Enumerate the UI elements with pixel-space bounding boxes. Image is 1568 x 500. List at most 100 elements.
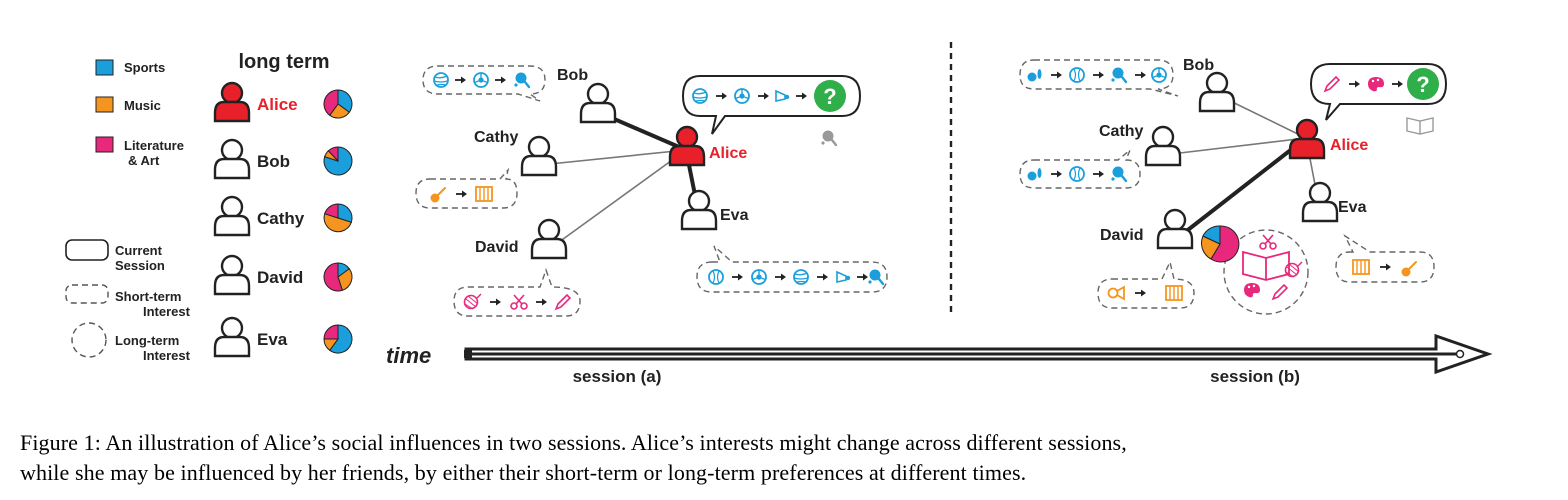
legend-name-david: David [257, 268, 303, 287]
bubble-eva-b [1335, 234, 1435, 283]
legend-label-art-2: & Art [128, 153, 160, 168]
name-david-a: David [475, 239, 519, 256]
arrow-icon [816, 272, 829, 282]
legend-person-eva [213, 316, 251, 358]
volleyball-icon [793, 269, 809, 285]
question-icon [1407, 68, 1439, 100]
legend-box-current-session [65, 239, 109, 261]
arrow-icon [1092, 169, 1105, 179]
legend-name-eva: Eva [257, 330, 288, 349]
legend-person-david [213, 254, 251, 296]
time-label: time [386, 343, 431, 368]
volleyball-icon [433, 72, 449, 88]
arrow-icon [454, 75, 467, 85]
legend-pie-eva-art [323, 324, 339, 340]
piano-icon [1165, 285, 1183, 301]
arrow-icon [774, 272, 787, 282]
arrow-icon [1050, 70, 1063, 80]
arrow-icon [1050, 169, 1063, 179]
legend-person-alice [213, 81, 251, 123]
guitar-icon [1400, 261, 1417, 278]
legend-pie-alice-art [323, 89, 339, 117]
arrow-icon [1134, 288, 1147, 298]
legend-swatch-sports [95, 59, 114, 76]
legend-pie-cathy-music [323, 213, 352, 233]
name-bob-b: Bob [1183, 57, 1214, 74]
legend-label-short-term: Short-term [115, 289, 181, 304]
name-alice-b: Alice [1330, 137, 1368, 154]
legend: Sports Music Literature & Art Current Se… [65, 51, 353, 363]
legend-swatch-art [95, 136, 114, 153]
person-eva-b [1301, 181, 1339, 223]
person-david-b [1156, 208, 1194, 250]
figure-caption: Figure 1: An illustration of Alice’s soc… [20, 428, 1550, 488]
long-term-circle-david-b [1223, 229, 1309, 315]
name-eva-a: Eva [720, 207, 749, 224]
name-david-b: David [1100, 227, 1144, 244]
question-mark-b: ? [1416, 72, 1429, 97]
david-interest-pie-b [1201, 225, 1240, 263]
ping-pong-icon [1110, 66, 1128, 84]
legend-pie-cathy-sports [337, 203, 353, 223]
edge-alice-cathy-b [1162, 137, 1307, 156]
question-mark-a: ? [823, 84, 836, 109]
legend-name-alice: Alice [257, 95, 298, 114]
pencil-icon [555, 294, 571, 310]
legend-label-sports: Sports [124, 60, 165, 75]
legend-person-bob [213, 138, 251, 180]
name-bob-a: Bob [557, 67, 588, 84]
name-eva-b: Eva [1338, 199, 1367, 216]
legend-label-long-term: Long-term [115, 333, 179, 348]
legend-label-interest-2: Interest [143, 348, 191, 363]
legend-circle-long-term [71, 322, 107, 358]
bubble-david-b [1097, 259, 1195, 309]
legend-label-interest-1: Interest [143, 304, 191, 319]
legend-box-short-term [65, 284, 109, 304]
scissors-icon [1259, 234, 1277, 250]
legend-name-bob: Bob [257, 152, 290, 171]
baseball-icon [1069, 166, 1085, 182]
time-arrow-start [464, 350, 472, 358]
timeline: time session (a) session (b) [386, 333, 1493, 386]
palette-icon [1244, 283, 1260, 298]
arrow-icon [535, 297, 548, 307]
arrow-icon [856, 272, 869, 282]
guitar-icon [429, 187, 446, 204]
session-a-label: session (a) [573, 367, 662, 386]
legend-pie-david-music [337, 268, 353, 291]
legend-swatch-music [95, 96, 114, 113]
legend-pie-alice-sports [337, 89, 353, 113]
person-alice-b [1288, 118, 1326, 160]
scissors-icon [510, 294, 528, 310]
person-bob-a [579, 82, 617, 124]
arrow-icon [1379, 262, 1392, 272]
book-pink-icon [1242, 250, 1290, 281]
legend-label-current: Current [115, 243, 163, 258]
person-david-a [530, 218, 568, 260]
edge-alice-david-b [1173, 136, 1308, 242]
arrow-icon [494, 75, 507, 85]
caption-line-2: while she may be influenced by her frien… [20, 460, 1027, 485]
bubble-bob-b [1019, 59, 1179, 97]
caption-line-1: Figure 1: An illustration of Alice’s soc… [20, 430, 1127, 455]
legend-label-music: Music [124, 98, 161, 113]
person-bob-b [1198, 71, 1236, 113]
ping-pong-icon [1110, 165, 1128, 183]
book-gray-icon [1406, 117, 1434, 135]
time-arrow-end [1455, 349, 1465, 359]
bubble-david-a [453, 267, 581, 317]
bowling-icon [1027, 168, 1042, 181]
yarn-icon [463, 293, 482, 310]
person-alice-a [668, 125, 706, 167]
person-cathy-b [1144, 125, 1182, 167]
ping-pong-icon [513, 71, 531, 89]
session-b: Bob Cathy David Eva Alice [1019, 57, 1448, 315]
edge-alice-cathy-a [539, 149, 687, 166]
bubble-bob-a [422, 65, 546, 102]
arrow-icon [1092, 70, 1105, 80]
arrow-icon [489, 297, 502, 307]
session-a: Bob Cathy David Eva Alice [415, 65, 888, 317]
legend-pie-eva-sports [329, 324, 353, 354]
bubble-cathy-b [1019, 149, 1141, 189]
